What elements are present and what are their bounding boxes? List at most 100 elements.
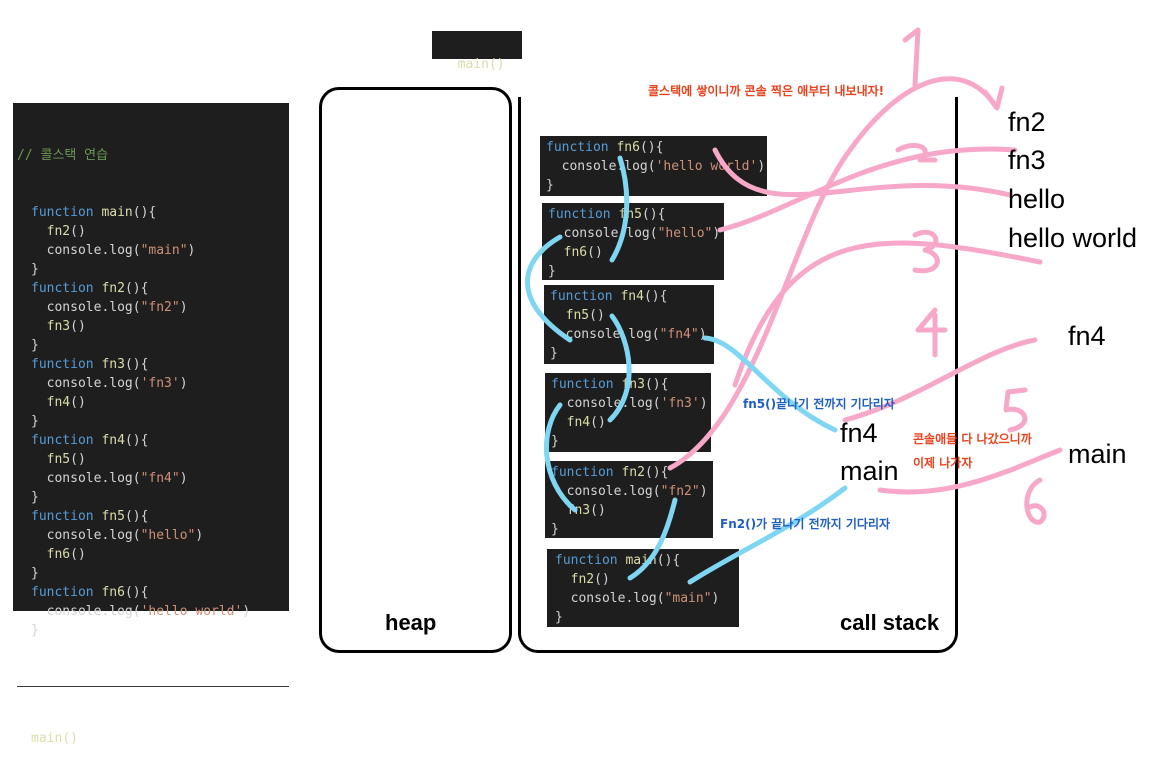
code-token: fn3 (93, 357, 125, 372)
code-token: function (31, 585, 94, 600)
code-token: function (550, 289, 613, 304)
frame-line: console.log("main") (555, 589, 731, 608)
code-token: function (548, 207, 611, 222)
call-arrow-fn2-fn3 (544, 402, 578, 513)
step-number-1 (902, 27, 921, 88)
frame-line: fn4() (551, 413, 705, 432)
frame-line: function fn2(){ (551, 463, 707, 482)
source-line: } (31, 488, 289, 507)
code-token: (){ (124, 433, 149, 448)
source-line: function fn5(){ (31, 507, 289, 526)
code-token: ) (187, 243, 196, 258)
code-token: 'fn3' (140, 376, 180, 391)
step-arrow-6 (877, 447, 1063, 495)
code-token: (){ (124, 585, 149, 600)
code-token: (){ (644, 465, 669, 480)
code-token: ) (711, 591, 720, 606)
code-token: function (551, 465, 614, 480)
code-token: () (594, 572, 610, 587)
code-token: () (587, 245, 603, 260)
code-token: function (31, 357, 94, 372)
frame-line: function fn5(){ (548, 205, 718, 224)
code-token: fn4 (93, 433, 125, 448)
code-token: console.log( (46, 243, 141, 258)
call-stack-right-edge (955, 97, 958, 127)
frame-line: function fn6(){ (546, 138, 761, 157)
step-arrow-4 (732, 240, 1043, 388)
stack-item-main: main (840, 456, 899, 486)
call-arrow-fn4-fn5 (525, 234, 573, 343)
source-line: function fn3(){ (31, 355, 289, 374)
code-token: (){ (641, 207, 666, 222)
code-token: ) (699, 396, 708, 411)
frame-line: console.log("fn4") (550, 325, 708, 344)
code-token: } (550, 346, 558, 361)
code-comment: // 콜스택 연습 (17, 148, 109, 163)
code-token: } (546, 178, 554, 193)
source-line: fn5() (31, 450, 289, 469)
call-arrow-main-fn2 (627, 497, 678, 581)
code-token: } (31, 338, 39, 353)
main-call: main() (31, 731, 78, 746)
code-token: fn4 (566, 415, 591, 430)
code-token: console.log( (563, 226, 658, 241)
call-arrow-fn3-fn4 (607, 313, 632, 423)
note-leave-1: 콘솔애들 다 나갔으니까 (913, 432, 1032, 446)
code-token: main (93, 205, 133, 220)
code-token: } (31, 490, 39, 505)
code-token: console.log( (46, 528, 141, 543)
frame-line: function fn4(){ (550, 287, 708, 306)
code-token: } (555, 610, 563, 625)
step-number-2 (895, 143, 938, 163)
code-token: () (70, 319, 86, 334)
code-token: } (551, 522, 559, 537)
code-token: function (555, 553, 618, 568)
stack-item-fn4: fn4 (840, 418, 878, 448)
heap-box (319, 87, 512, 653)
code-token: ) (195, 528, 204, 543)
frame-line: } (548, 262, 718, 281)
source-line: } (31, 621, 289, 640)
code-token: fn6 (93, 585, 125, 600)
code-token: ) (699, 484, 708, 499)
frame-line: } (546, 176, 761, 195)
code-token: function (31, 509, 94, 524)
wait-arrow-fn4 (702, 335, 838, 433)
code-token: console.log( (46, 376, 141, 391)
code-token: } (31, 623, 39, 638)
code-token: () (589, 308, 605, 323)
code-token: fn5 (565, 308, 590, 323)
frame-line: function main(){ (555, 551, 731, 570)
step-number-4 (915, 307, 948, 358)
frame-line: } (551, 432, 705, 451)
source-line: fn6() (31, 545, 289, 564)
code-token: fn2 (46, 224, 71, 239)
output-fn4: fn4 (1068, 321, 1106, 351)
source-line: console.log("fn4") (31, 469, 289, 488)
source-line: console.log('fn3') (31, 374, 289, 393)
frame-line: console.log("hello") (548, 224, 721, 243)
code-token: function (31, 205, 94, 220)
code-token: console.log( (46, 604, 141, 619)
heap-label: heap (385, 610, 437, 635)
frame-fn3: function fn3(){ console.log('fn3') fn4()… (545, 373, 711, 452)
code-token: function (551, 377, 614, 392)
code-token: console.log( (566, 484, 661, 499)
note-leave-2: 이제 나가자 (913, 456, 973, 470)
frame-fn5: function fn5(){ console.log("hello") fn6… (542, 203, 724, 280)
code-token: function (546, 140, 609, 155)
code-token: ) (179, 471, 188, 486)
step-arrow-1-head (982, 85, 1005, 111)
top-call-text: main() (457, 57, 505, 72)
code-token: (){ (644, 377, 669, 392)
frame-line: fn5() (550, 306, 708, 325)
code-token: fn6 (46, 547, 71, 562)
code-token: console.log( (570, 591, 665, 606)
frame-fn6: function fn6(){ console.log('hello world… (540, 136, 767, 196)
code-token: console.log( (46, 300, 141, 315)
source-lines: function main(){ fn2() console.log("main… (17, 203, 289, 640)
source-line: fn3() (31, 317, 289, 336)
source-line: function fn4(){ (31, 431, 289, 450)
wait-arrow-main (687, 485, 848, 585)
code-token: "fn2" (140, 300, 180, 315)
